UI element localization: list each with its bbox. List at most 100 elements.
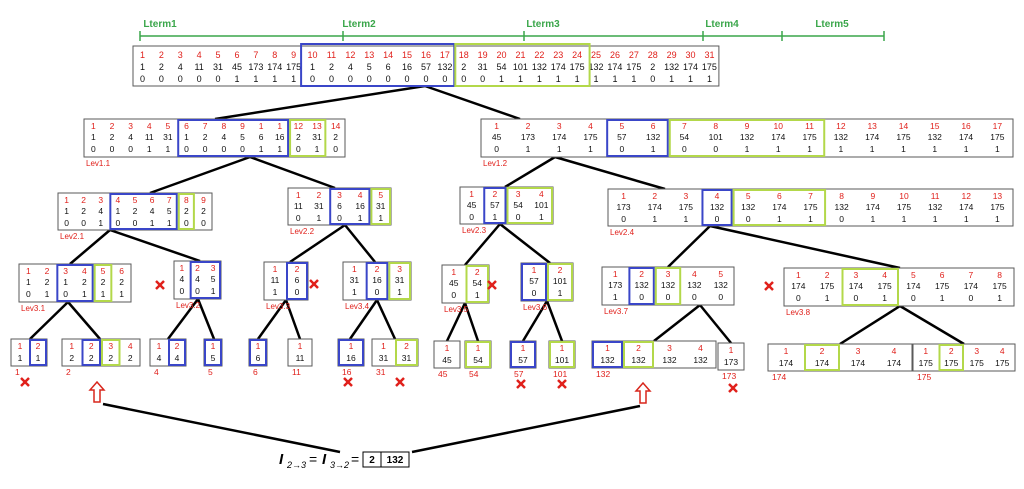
root-bit: 1 [272, 74, 277, 84]
tree-edge [667, 225, 711, 268]
leaf-nodes: 1121112223242214244155166111111161613123… [10, 338, 1016, 382]
node-value: 57 [617, 132, 627, 142]
node-bit: 0 [494, 144, 499, 154]
node-bit: 1 [588, 144, 593, 154]
leaf-highlight-blue [510, 341, 536, 368]
node-bit: 1 [211, 286, 216, 296]
leaf-value: 4 [175, 353, 180, 363]
root-value: 31 [213, 62, 223, 72]
root-index: 25 [591, 50, 601, 60]
node-index: 1 [26, 266, 31, 276]
node-bit: 0 [839, 214, 844, 224]
tree-edges [29, 84, 965, 454]
root-bit: 0 [216, 74, 221, 84]
node-value: 1 [64, 206, 69, 216]
root-index: 8 [272, 50, 277, 60]
node-index: 5 [101, 266, 106, 276]
leaf-index: 4 [698, 343, 703, 353]
root-value: 173 [248, 62, 263, 72]
cross-icon [557, 379, 567, 389]
node-bit: 1 [493, 212, 498, 222]
node-index: 2 [558, 265, 563, 275]
tree-edge [424, 84, 521, 121]
node-index: 4 [692, 269, 697, 279]
node-level-label: Lev3.4 [345, 302, 370, 311]
tree-edge [463, 302, 480, 342]
root-value: 132 [532, 62, 547, 72]
node-bit: 0 [333, 144, 338, 154]
leaf-symbol-label: 175 [917, 372, 931, 382]
tree-edge [196, 298, 216, 340]
node-highlight-green [465, 265, 489, 303]
leaf-box [433, 340, 461, 369]
root-index: 15 [402, 50, 412, 60]
node-value: 132 [661, 280, 675, 290]
node-index: 1 [494, 121, 499, 131]
node-bit: 0 [295, 287, 300, 297]
node-value: 45 [449, 278, 459, 288]
node-bit: 1 [378, 213, 383, 223]
node-bit: 1 [613, 292, 618, 302]
node-bit: 1 [940, 293, 945, 303]
root-value: 175 [570, 62, 585, 72]
node-value: 101 [709, 132, 723, 142]
leaf-symbol-label: 174 [772, 372, 786, 382]
node-value: 45 [492, 132, 502, 142]
node-level-label: Lev3.2 [176, 301, 201, 310]
leaf-symbol-label: 4 [154, 367, 159, 377]
node-highlight-blue [606, 119, 669, 157]
root-bit: 1 [594, 74, 599, 84]
node-bit: 1 [997, 293, 1002, 303]
root-bit: 0 [442, 74, 447, 84]
node-value: 45 [467, 200, 477, 210]
node-bit: 1 [777, 214, 782, 224]
leaf-highlight-blue [204, 339, 222, 366]
result-box [362, 451, 410, 468]
node-bit: 0 [116, 218, 121, 228]
node-index: 5 [166, 121, 171, 131]
leaf-value: 11 [296, 353, 305, 363]
node-value: 4 [221, 132, 226, 142]
root-index: 16 [421, 50, 431, 60]
leaf-value: 57 [518, 355, 528, 365]
root-value: 174 [607, 62, 622, 72]
node-value: 173 [608, 280, 622, 290]
leaf-index: 2 [636, 343, 641, 353]
node-highlight-green [654, 267, 682, 305]
node-value: 4 [98, 206, 103, 216]
node-bit: 1 [964, 144, 969, 154]
leaf-index: 1 [521, 343, 526, 353]
leaf-value: 175 [995, 358, 1009, 368]
lterm-label: Lterm4 [705, 19, 739, 30]
leaf-index: 2 [404, 341, 409, 351]
root-value: 2 [461, 62, 466, 72]
node-box [83, 118, 346, 158]
node-value: 101 [553, 276, 567, 286]
node-bit: 0 [854, 293, 859, 303]
root-index: 30 [686, 50, 696, 60]
node-bit: 1 [98, 218, 103, 228]
node-value: 173 [521, 132, 535, 142]
node-box [18, 263, 132, 303]
leaf-highlight-blue [168, 339, 186, 366]
root-value: 31 [478, 62, 488, 72]
node-highlight-green [289, 119, 327, 157]
root-bit: 1 [612, 74, 617, 84]
node-index: 2 [295, 264, 300, 274]
leaf-index: 1 [729, 345, 734, 355]
node-value: 4 [195, 274, 200, 284]
node-bit: 0 [746, 214, 751, 224]
leaf-index: 3 [974, 346, 979, 356]
tree-edge [69, 229, 111, 265]
node-index: 16 [961, 121, 971, 131]
node-bit: 1 [358, 213, 363, 223]
root-value: 1 [140, 62, 145, 72]
node-bit: 1 [825, 293, 830, 303]
node-index: 8 [221, 121, 226, 131]
node-highlight-green [370, 188, 391, 225]
node-index: 15 [930, 121, 940, 131]
node-value: 175 [993, 281, 1007, 291]
node-bit: 1 [932, 144, 937, 154]
leaf-index: 2 [89, 341, 94, 351]
root-index: 27 [629, 50, 639, 60]
